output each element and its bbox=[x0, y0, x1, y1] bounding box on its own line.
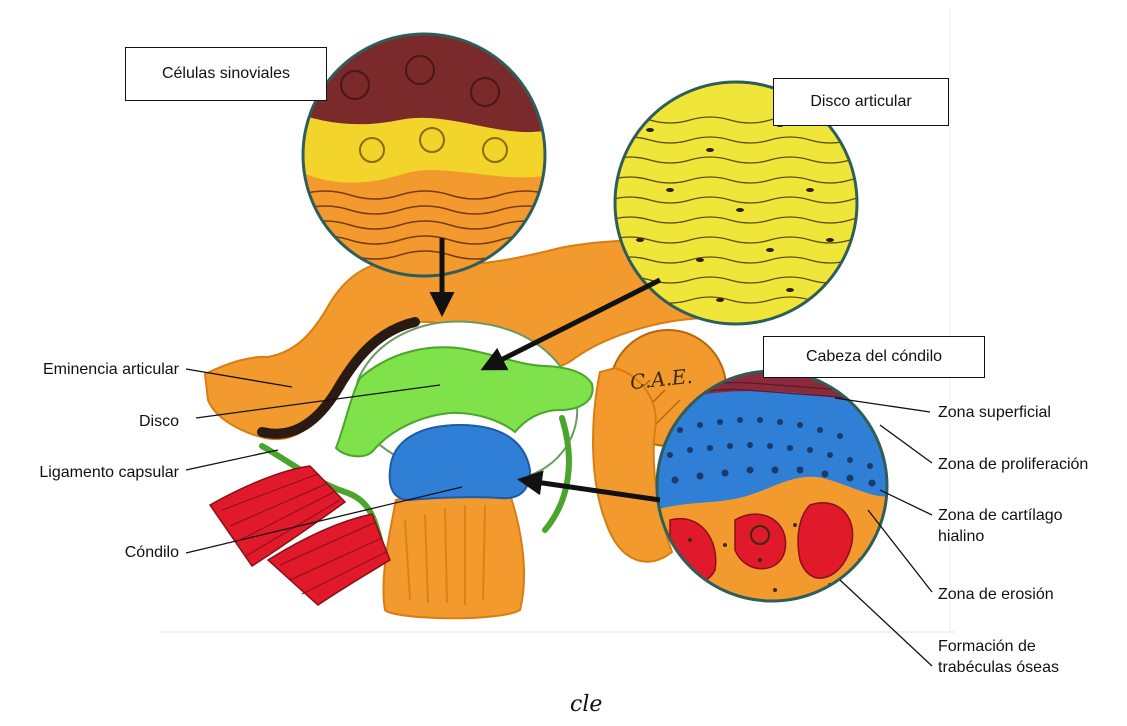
hyaline-zone-label: Zona de cartílago hialino bbox=[938, 505, 1063, 547]
trabecular-zone-label-line1: Formación de bbox=[938, 636, 1059, 657]
condyle-cartilage bbox=[390, 425, 530, 500]
hyaline-zone-label-line2: hialino bbox=[938, 526, 1063, 547]
articular-disc-label: Disco articular bbox=[773, 78, 949, 126]
condyle-label: Cóndilo bbox=[125, 542, 179, 563]
hyaline-zone-label-line1: Zona de cartílago bbox=[938, 505, 1063, 526]
erosion-zone-label: Zona de erosión bbox=[938, 584, 1054, 605]
trabecular-zone-label: Formación de trabéculas óseas bbox=[938, 636, 1059, 678]
capsular-ligament-label: Ligamento capsular bbox=[39, 462, 179, 483]
disc-label: Disco bbox=[139, 411, 179, 432]
condyle-head-label: Cabeza del cóndilo bbox=[763, 336, 985, 378]
superficial-zone-label: Zona superficial bbox=[938, 402, 1051, 423]
signature: cle bbox=[570, 690, 602, 719]
proliferation-zone-label: Zona de proliferación bbox=[938, 454, 1088, 475]
synovial-cells-detail bbox=[300, 30, 550, 280]
trabecular-zone-label-line2: trabéculas óseas bbox=[938, 657, 1059, 678]
synovial-cells-label: Células sinoviales bbox=[125, 47, 327, 101]
eminence-label: Eminencia articular bbox=[43, 359, 179, 380]
